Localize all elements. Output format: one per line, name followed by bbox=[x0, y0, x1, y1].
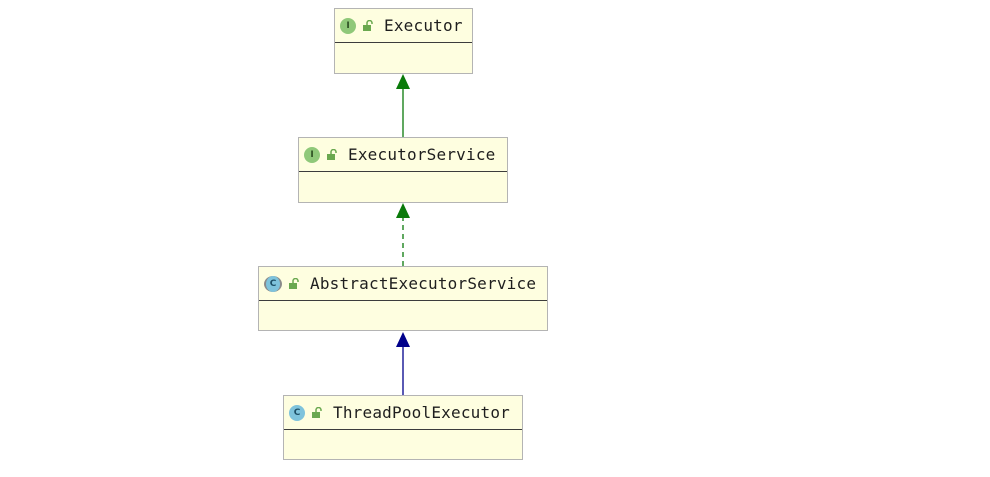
interface-icon: I bbox=[304, 146, 320, 163]
node-abstractexecutorservice-header: C AbstractExecutorService bbox=[259, 267, 547, 301]
node-executorservice[interactable]: I ExecutorService bbox=[298, 137, 508, 203]
public-lock-icon bbox=[327, 148, 337, 160]
node-abstractexecutorservice[interactable]: C AbstractExecutorService bbox=[258, 266, 548, 331]
node-abstractexecutorservice-name: AbstractExecutorService bbox=[310, 274, 537, 293]
public-lock-icon bbox=[289, 277, 299, 289]
node-executor[interactable]: I Executor bbox=[334, 8, 473, 74]
public-lock-icon bbox=[363, 19, 373, 31]
class-icon: C bbox=[289, 404, 305, 421]
interface-icon: I bbox=[340, 17, 356, 34]
node-threadpoolexecutor[interactable]: C ThreadPoolExecutor bbox=[283, 395, 523, 460]
node-executorservice-header: I ExecutorService bbox=[299, 138, 507, 172]
node-threadpoolexecutor-name: ThreadPoolExecutor bbox=[333, 403, 510, 422]
node-threadpoolexecutor-header: C ThreadPoolExecutor bbox=[284, 396, 522, 430]
edge-arrowhead-abstractexecutorservice bbox=[396, 332, 410, 347]
public-lock-icon bbox=[312, 406, 322, 418]
edge-arrowhead-executor bbox=[396, 74, 410, 89]
node-executor-header: I Executor bbox=[335, 9, 472, 43]
edge-arrowhead-executorservice bbox=[396, 203, 410, 218]
node-executorservice-name: ExecutorService bbox=[348, 145, 496, 164]
node-executor-name: Executor bbox=[384, 16, 463, 35]
abstract-class-icon: C bbox=[264, 275, 282, 292]
